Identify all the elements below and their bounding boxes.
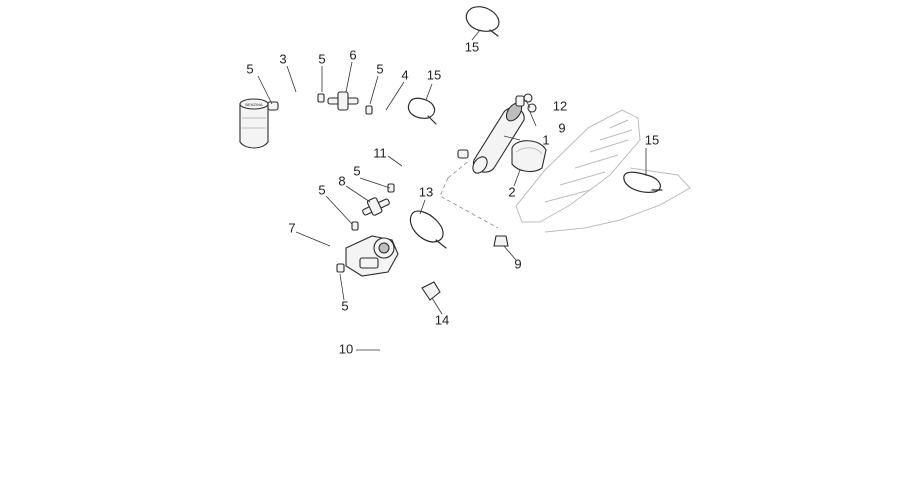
callout-2: 2 [508,184,515,199]
callout-10: 10 [339,341,353,356]
hose-11 [394,47,552,188]
throttle-body [345,235,399,277]
frame-ghost-outline [515,109,691,233]
clamp-5-c [387,183,395,193]
assembly-guide-dashed-line [439,159,499,229]
clamp-9-b [493,235,509,247]
callout-5-e: 5 [318,182,325,197]
callout-4: 4 [401,67,408,82]
bracket-2 [511,140,547,173]
callout-5-c: 5 [376,61,383,76]
hose-10 [359,243,503,489]
hose-4 [370,52,533,154]
tank-connector [267,101,279,111]
cable-tie-15-middle [407,97,437,125]
clamp-9-a [527,103,537,113]
valve-8 [362,197,390,216]
clamp-5-a [317,93,325,103]
tank-cap-text: BENZINA [245,102,263,107]
callout-8: 8 [338,173,345,188]
callout-14: 14 [435,312,449,327]
callout-5-a: 5 [246,61,253,76]
fuel-tank-cap: BENZINA [239,98,269,149]
callout-6: 6 [349,47,356,62]
callout-labels: 5 3 5 6 5 4 15 15 12 9 1 2 11 5 8 5 7 5 … [246,39,659,356]
callout-9-a: 9 [558,120,565,135]
callout-15-top: 15 [465,39,479,54]
clamp-5-b [365,105,373,115]
clamp-12 [523,93,533,103]
hose-7 [285,228,354,297]
callout-5-b: 5 [318,51,325,66]
clamp-5-e [336,263,345,273]
cable-tie-13 [409,210,447,249]
callout-1: 1 [542,132,549,147]
callout-3: 3 [279,51,286,66]
cable-tie-15-right [623,171,663,193]
carbon-canister-1 [457,95,525,174]
callout-15-right: 15 [645,132,659,147]
cable-tie-15-top [465,6,500,37]
fitting-14 [421,281,441,301]
callout-13: 13 [419,184,433,199]
callout-7: 7 [288,220,295,235]
hose-3 [272,90,323,111]
valve-6 [327,91,359,111]
callout-12: 12 [553,98,567,113]
callout-15-middle: 15 [427,67,441,82]
callout-5-d: 5 [353,163,360,178]
callout-5-f: 5 [341,298,348,313]
clamp-5-d [351,221,359,231]
leader-lines [257,29,647,351]
callout-11: 11 [373,145,387,160]
callout-9-b: 9 [514,256,521,271]
